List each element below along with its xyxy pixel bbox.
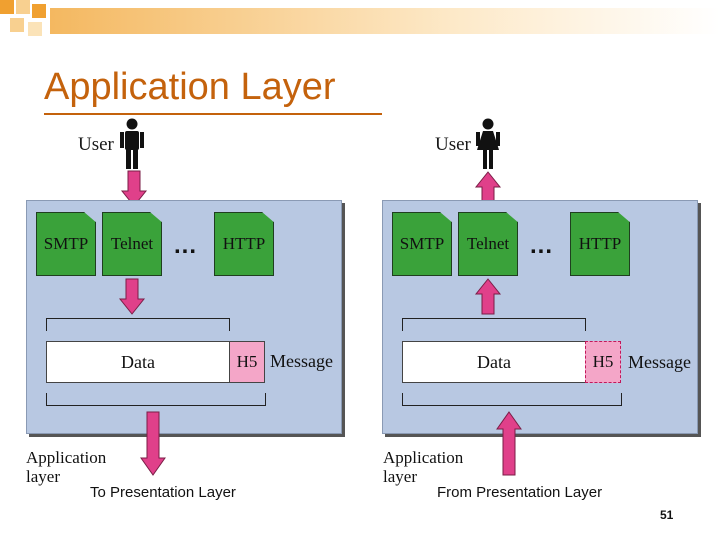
page-title: Application Layer [44,66,336,108]
right-ellipsis: ... [530,232,554,259]
right-message-bracket-top [402,318,586,331]
left-message-label: Message [270,351,333,371]
left-user-icon [120,118,144,169]
right-layer-label-line1: Application [383,448,464,467]
title-underline [44,113,382,115]
right-app-http: HTTP [570,212,630,276]
left-ellipsis: ... [174,232,198,259]
right-app-up-arrow [474,278,502,315]
left-user-down-arrow [120,170,148,207]
right-user-icon [476,118,500,169]
right-app-smtp: SMTP [392,212,452,276]
corner-decoration [0,0,60,50]
left-message-bracket-top [46,318,230,331]
left-app-smtp: SMTP [36,212,96,276]
right-from-presentation-arrow [496,411,522,476]
left-message-bracket-bottom [46,393,266,406]
right-h5-header: H5 [585,341,621,383]
left-h5-header: H5 [229,341,265,383]
top-gradient-bar [50,8,720,34]
left-caption: To Presentation Layer [90,484,236,501]
page-number: 51 [660,508,674,522]
right-caption: From Presentation Layer [437,484,603,501]
right-layer-label-line2: layer [383,467,417,486]
left-layer-label-line2: layer [26,467,60,486]
left-data-box: Data [46,341,230,383]
left-app-http: HTTP [214,212,274,276]
right-data-box: Data [402,341,586,383]
left-application-layer-label: Application layer [26,448,116,486]
left-to-presentation-arrow [140,411,166,476]
left-user-label: User [78,134,114,155]
right-message-label: Message [628,352,691,372]
right-user-label: User [435,134,471,155]
right-app-telnet: Telnet [458,212,518,276]
left-app-down-arrow [118,278,146,315]
right-application-layer-label: Application layer [383,448,473,486]
right-message-bracket-bottom [402,393,622,406]
left-app-telnet: Telnet [102,212,162,276]
left-layer-label-line1: Application [26,448,107,467]
